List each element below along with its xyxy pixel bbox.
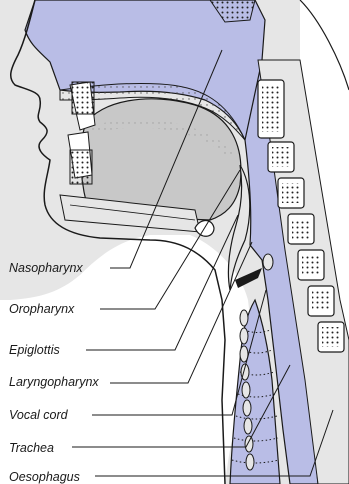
label-oesophagus: Oesophagus: [9, 470, 80, 484]
label-nasopharynx: Nasopharynx: [9, 261, 83, 275]
occipital-outline: [300, 0, 349, 90]
label-oropharynx: Oropharynx: [9, 302, 74, 316]
label-vocal-cord: Vocal cord: [9, 408, 68, 422]
label-epiglottis: Epiglottis: [9, 343, 60, 357]
label-laryngopharynx: Laryngopharynx: [9, 375, 99, 389]
label-trachea: Trachea: [9, 441, 54, 455]
arytenoid: [263, 254, 273, 270]
